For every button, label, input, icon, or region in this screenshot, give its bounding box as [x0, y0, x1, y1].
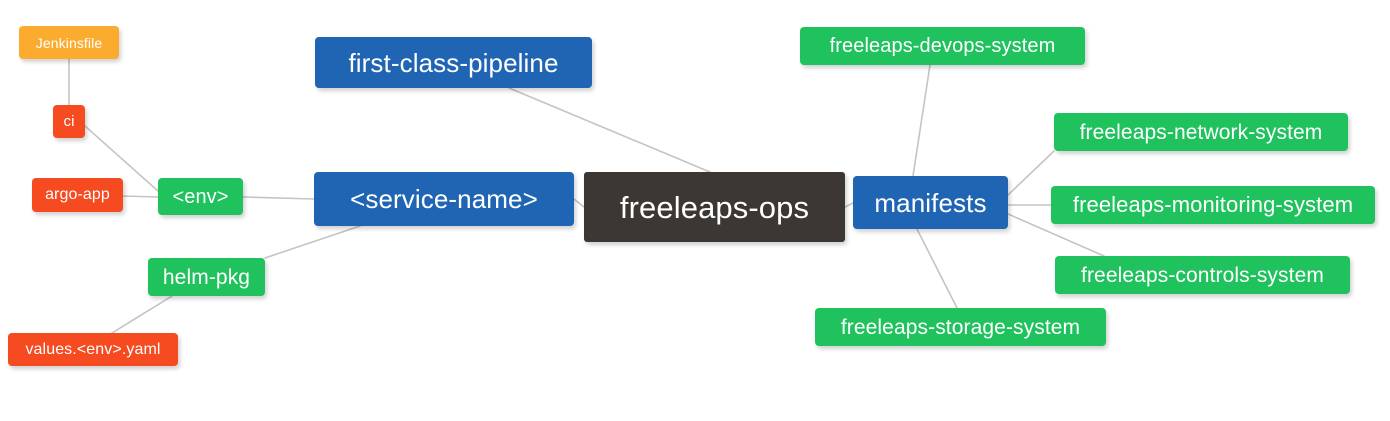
node-monitoring-system[interactable]: freeleaps-monitoring-system [1051, 186, 1375, 224]
node-values-yaml[interactable]: values.<env>.yaml [8, 333, 178, 366]
node-jenkinsfile[interactable]: Jenkinsfile [19, 26, 119, 59]
node-root[interactable]: freeleaps-ops [584, 172, 845, 242]
node-controls-system[interactable]: freeleaps-controls-system [1055, 256, 1350, 294]
node-network-system[interactable]: freeleaps-network-system [1054, 113, 1348, 151]
edge-manifests-to-devops-system [912, 64, 931, 177]
node-storage-system[interactable]: freeleaps-storage-system [815, 308, 1106, 346]
node-manifests[interactable]: manifests [853, 176, 1008, 229]
edge-helm-pkg-to-values-yaml [111, 295, 173, 334]
node-env[interactable]: <env> [158, 178, 243, 215]
node-ci[interactable]: ci [53, 105, 85, 138]
edge-service-name-to-helm-pkg [264, 225, 361, 259]
edge-env-to-argo-app [122, 195, 159, 198]
node-helm-pkg[interactable]: helm-pkg [148, 258, 265, 296]
edge-root-to-service-name [573, 198, 585, 208]
node-first-class-pipeline[interactable]: first-class-pipeline [315, 37, 592, 88]
edge-root-to-manifests [844, 202, 854, 208]
edge-service-name-to-env [242, 196, 315, 200]
node-devops-system[interactable]: freeleaps-devops-system [800, 27, 1085, 65]
node-argo-app[interactable]: argo-app [32, 178, 123, 212]
edge-manifests-to-network-system [1007, 150, 1055, 196]
edge-manifests-to-storage-system [916, 228, 958, 309]
edge-root-to-first-class-pipeline [508, 87, 711, 173]
node-service-name[interactable]: <service-name> [314, 172, 574, 226]
